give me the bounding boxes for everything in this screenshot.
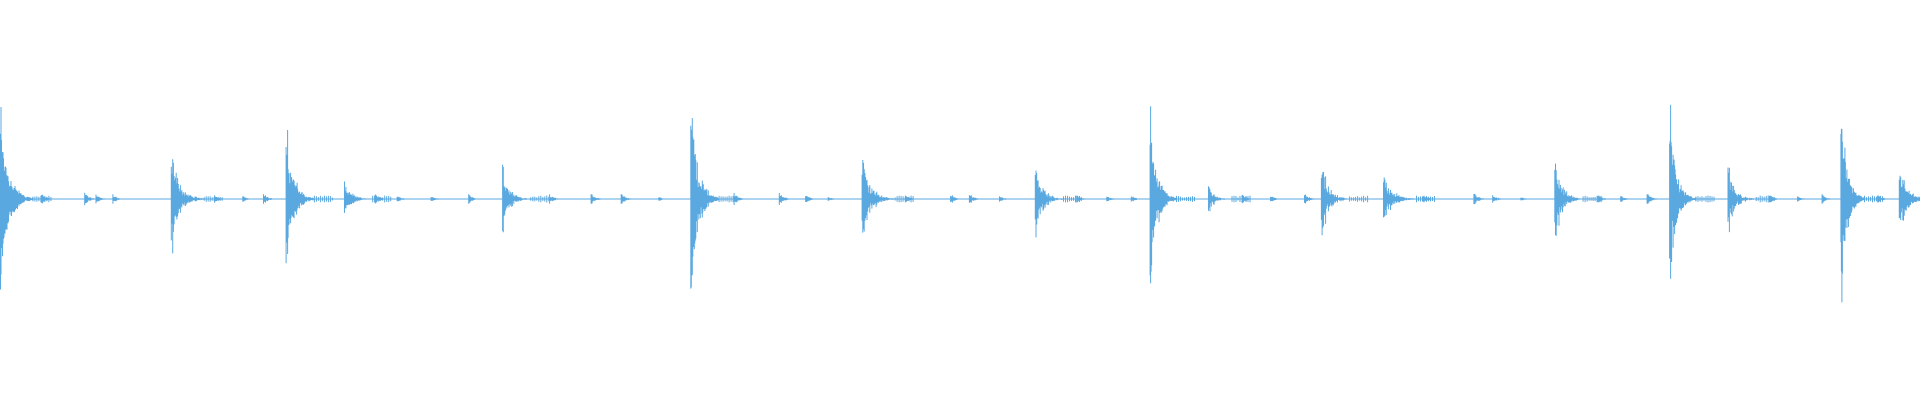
waveform-tick-23 xyxy=(999,196,1009,202)
waveform-transient-17 xyxy=(1898,175,1920,221)
waveform-tick-7 xyxy=(263,194,273,204)
waveform-tick-1 xyxy=(40,194,51,204)
waveform-tick-29 xyxy=(1304,194,1314,204)
waveform-tick-25 xyxy=(1106,196,1117,202)
waveform-transient-16 xyxy=(1840,128,1883,303)
waveform-transient-12 xyxy=(1383,177,1435,218)
waveform-tick-8 xyxy=(374,194,385,204)
waveform-tick-26 xyxy=(1130,196,1141,202)
waveform-tick-2 xyxy=(84,192,95,206)
waveform-transient-7 xyxy=(861,160,914,233)
waveform-tick-31 xyxy=(1473,193,1484,205)
waveform-tick-33 xyxy=(1520,197,1531,201)
waveform-tick-19 xyxy=(827,197,838,201)
waveform-tick-20 xyxy=(904,195,915,203)
waveform-tick-18 xyxy=(805,195,816,203)
waveform-tick-10 xyxy=(430,197,441,201)
waveform-tick-34 xyxy=(1597,195,1608,203)
waveform-transient-8 xyxy=(1034,170,1082,238)
waveform-tick-36 xyxy=(1646,194,1657,204)
waveform-tick-27 xyxy=(1241,194,1252,204)
waveform-transient-6 xyxy=(690,118,738,289)
waveform-tick-22 xyxy=(968,195,979,203)
waveform-transient-4 xyxy=(344,181,392,213)
waveform-tick-5 xyxy=(214,195,225,203)
waveform-transient-2 xyxy=(170,159,223,254)
waveform-tick-9 xyxy=(396,196,407,202)
waveform-tick-14 xyxy=(620,194,631,204)
waveform-transient-9 xyxy=(1149,106,1195,284)
waveform-transient-1 xyxy=(0,107,52,290)
waveform-tick-4 xyxy=(112,194,123,204)
waveform-transient-14 xyxy=(1669,104,1715,279)
waveform-tick-13 xyxy=(590,194,601,204)
waveform-transient-11 xyxy=(1320,172,1369,236)
waveform-minor-ticks xyxy=(40,192,1888,206)
waveform-tick-39 xyxy=(1821,194,1832,204)
waveform-tick-16 xyxy=(733,193,744,205)
waveform-tick-3 xyxy=(95,194,106,204)
waveform-transients xyxy=(0,104,1920,303)
waveform-transient-3 xyxy=(285,130,333,264)
waveform-tick-38 xyxy=(1797,196,1808,202)
waveform-transient-15 xyxy=(1727,167,1775,233)
waveform-tick-15 xyxy=(658,197,669,201)
waveform-tick-11 xyxy=(468,194,479,204)
waveform-transient-5 xyxy=(502,164,550,233)
waveform-transient-13 xyxy=(1554,163,1602,236)
waveform-tick-37 xyxy=(1768,195,1779,203)
waveform-tick-24 xyxy=(1076,195,1087,203)
waveform-tick-17 xyxy=(778,193,789,205)
waveform-tick-30 xyxy=(1422,195,1433,203)
waveform-tick-35 xyxy=(1620,196,1631,202)
waveform-tick-6 xyxy=(242,196,253,202)
waveform-tick-40 xyxy=(1877,195,1888,203)
waveform-tick-21 xyxy=(950,195,961,203)
waveform-tick-32 xyxy=(1492,195,1503,203)
waveform-tick-28 xyxy=(1270,196,1281,202)
waveform-tick-12 xyxy=(549,194,560,204)
